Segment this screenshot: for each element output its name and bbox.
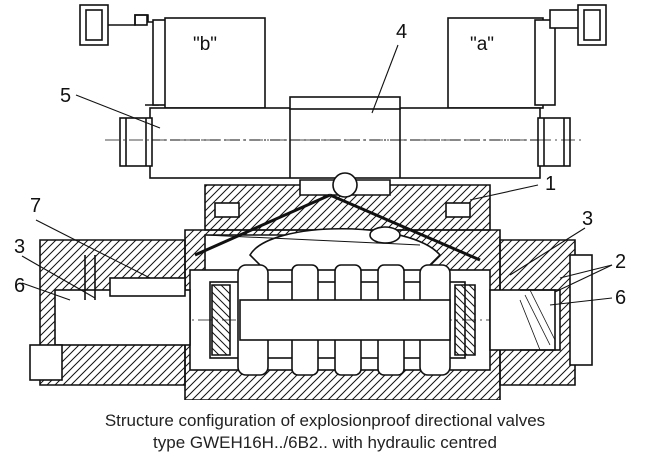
solenoid-body — [105, 96, 585, 179]
callout-6-right: 6 — [615, 287, 626, 309]
solenoid-a-housing — [447, 4, 607, 109]
callout-leaders — [21, 44, 613, 306]
solenoid-b-housing — [79, 4, 266, 109]
callout-1: 1 — [545, 173, 556, 195]
figure-caption: Structure configuration of explosionproo… — [0, 410, 650, 454]
caption-line-2: type GWEH16H../6B2.. with hydraulic cent… — [153, 433, 497, 452]
label-solenoid-b: "b" — [193, 34, 217, 55]
spool-bore — [150, 264, 560, 376]
right-end-cover — [489, 239, 593, 386]
left-end-cover — [29, 239, 191, 386]
caption-line-1: Structure configuration of explosionproo… — [104, 411, 546, 430]
callout-7: 7 — [30, 195, 41, 217]
valve-cross-section-drawing: "b" "a" 4 5 1 7 3 3 2 6 6 — [14, 4, 626, 400]
callout-3-left: 3 — [14, 236, 25, 258]
callout-6-left: 6 — [14, 275, 25, 297]
callout-4: 4 — [396, 21, 407, 43]
callout-5: 5 — [60, 85, 71, 107]
label-solenoid-a: "a" — [470, 34, 494, 55]
callout-3-right: 3 — [582, 208, 593, 230]
callout-2: 2 — [615, 251, 626, 273]
